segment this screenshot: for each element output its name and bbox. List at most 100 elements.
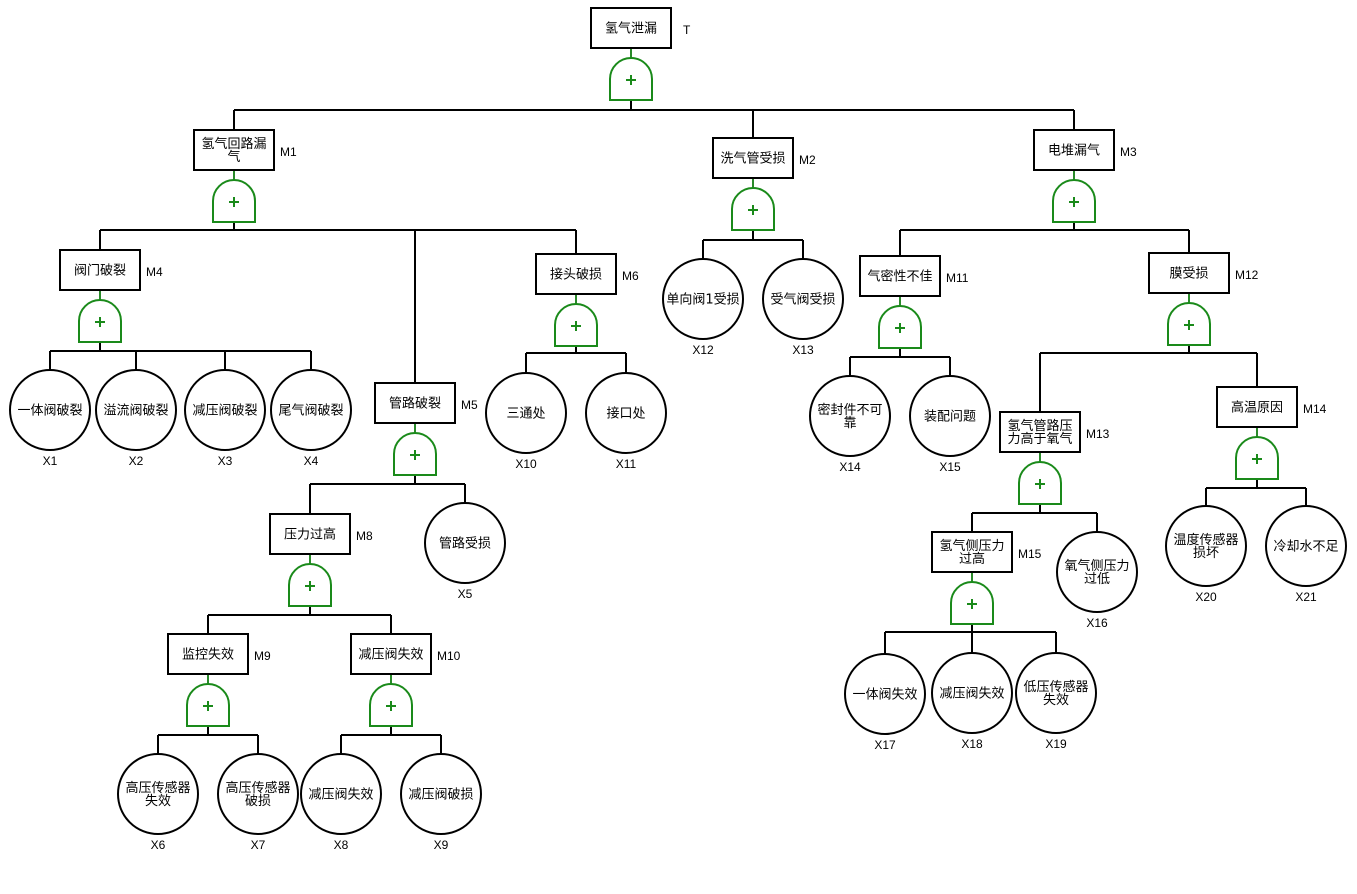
or-gate-m9 [186,683,230,727]
event-text-line: 监控失效 [182,648,234,663]
event-id-label: X8 [334,838,349,852]
top-event-box[interactable] [590,7,672,49]
or-gate-m6 [554,303,598,347]
basic-event-circle[interactable] [300,753,382,835]
basic-event-circle[interactable] [485,372,567,454]
event-text-line: 管路破裂 [389,396,441,412]
intermediate-event-box[interactable] [374,382,456,424]
intermediate-event-box[interactable] [999,411,1081,453]
intermediate-event-box[interactable] [1148,252,1230,294]
intermediate-event-box[interactable] [193,129,275,171]
event-text-line: 过低 [1084,572,1110,587]
basic-event-circle[interactable] [1015,652,1097,734]
connector-lines [49,100,1307,754]
intermediate-event-box[interactable] [269,513,351,555]
event-id-label: M1 [280,145,297,159]
basic-event-circle[interactable] [931,652,1013,734]
basic-event-circle[interactable] [424,502,506,584]
event-text-line: 减压阀破裂 [192,404,257,419]
basic-event-circle[interactable] [585,372,667,454]
basic-event-circle[interactable] [909,375,991,457]
intermediate-event-box[interactable] [1216,386,1298,428]
intermediate-event-box[interactable] [59,249,141,291]
event-text-line: 接口处 [606,406,645,422]
intermediate-event-box[interactable] [1033,129,1115,171]
basic-event-circle[interactable] [844,653,926,735]
basic-event-circle[interactable] [184,369,266,451]
intermediate-event-box[interactable] [859,255,941,297]
or-gate-m3 [1052,179,1096,223]
event-text-line: 过高 [959,551,985,567]
basic-event-circle[interactable] [9,369,91,451]
intermediate-event-box[interactable] [350,633,432,675]
event-id-label: X3 [218,454,233,468]
event-text-line: 单向阀1受损 [666,292,739,308]
event-id-label: X15 [939,460,961,474]
event-text-line: 冷却水不足 [1273,540,1338,555]
basic-event-circle[interactable] [1165,505,1247,587]
basic-event-circle[interactable] [95,369,177,451]
intermediate-event-box[interactable] [712,137,794,179]
basic-event-circle[interactable] [762,258,844,340]
event-text-line: 氢气回路漏 [201,136,266,152]
intermediate-event-box[interactable] [931,531,1013,573]
event-text-line: 高压传感器 [125,780,190,796]
intermediate-event-box[interactable] [535,253,617,295]
basic-event-circle[interactable] [270,369,352,451]
basic-event-circle[interactable] [400,753,482,835]
intermediate-event-box[interactable] [167,633,249,675]
event-id-label: T [683,23,691,37]
event-text-line: 氢气管路压 [1007,418,1072,434]
basic-event-circle[interactable] [662,258,744,340]
basic-event-circle[interactable] [1056,531,1138,613]
event-x3[interactable]: 减压阀破裂 X3 [184,369,266,468]
event-text-line: 一体阀破裂 [17,404,82,419]
basic-event-circle[interactable] [809,375,891,457]
event-id-label: M8 [356,529,373,543]
event-id-label: M2 [799,153,816,167]
basic-event-circle[interactable] [1265,505,1347,587]
event-text-line: 高温原因 [1231,400,1283,416]
basic-event-circle[interactable] [117,753,199,835]
or-gate-m5 [393,432,437,476]
event-text-line: 三通处 [506,407,545,422]
event-text-line: 接头破损 [550,267,602,283]
basic-event-circle[interactable] [217,753,299,835]
or-gate-m10 [369,683,413,727]
